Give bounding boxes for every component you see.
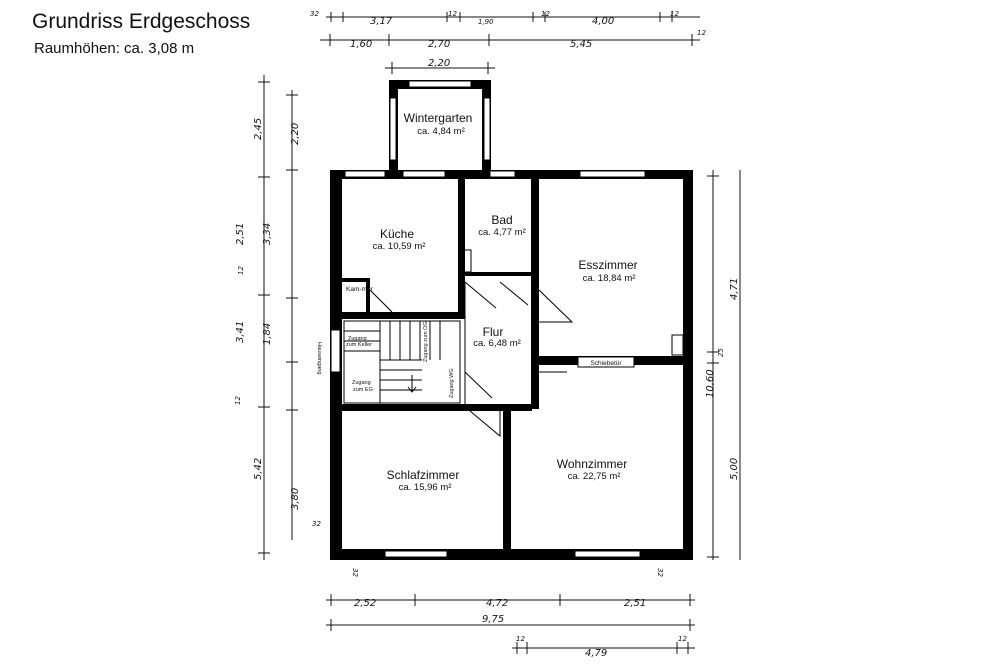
dim-top1-c: 12 xyxy=(448,10,457,18)
room-name-bad: Bad xyxy=(491,213,512,227)
dim-right1-d: 5,00 xyxy=(729,458,740,480)
room-name-wohnzimmer: Wohnzimmer xyxy=(557,457,627,471)
door-swings xyxy=(369,249,684,438)
room-area-wohnzimmer: ca. 22,75 m² xyxy=(568,471,621,482)
staircase xyxy=(343,320,461,404)
dim-top1-b: 3,17 xyxy=(370,16,393,27)
dim-left1-b: 2,51 xyxy=(235,223,246,245)
dim-left1-e: 12 xyxy=(234,396,242,405)
dim-left2-a: 2,20 xyxy=(290,123,301,145)
room-name-kammer: Kam-mer xyxy=(346,286,374,293)
room-wintergarten: Wintergarten ca. 4,84 m² xyxy=(404,111,473,137)
dim-bottom2-b: 4,72 xyxy=(486,598,508,609)
room-schlafzimmer: Schlafzimmer ca. 15,96 m² xyxy=(387,468,460,493)
dim-right1-a: 4,71 xyxy=(729,278,740,300)
zugang-wg-label: Zugang WG xyxy=(449,368,455,398)
room-wohnzimmer: Wohnzimmer ca. 22,75 m² xyxy=(557,457,627,482)
dim-top1-h: 12 xyxy=(697,29,706,37)
zugang-keller-label-2: zum Keller xyxy=(346,342,372,348)
dim-right1-c: 10,60 xyxy=(705,369,716,398)
room-area-flur: ca. 6,48 m² xyxy=(473,338,521,349)
dim-top2-a: 1,60 xyxy=(350,39,372,50)
page-title: Grundriss Erdgeschoss xyxy=(32,10,251,33)
room-name-esszimmer: Esszimmer xyxy=(578,258,637,272)
room-name-kueche: Küche xyxy=(380,227,414,241)
dim-left2-c: 1,84 xyxy=(262,323,273,345)
room-area-schlafzimmer: ca. 15,96 m² xyxy=(399,482,452,493)
room-esszimmer: Esszimmer ca. 18,84 m² xyxy=(578,258,637,284)
dim-bottom4-a: 12 xyxy=(516,635,525,643)
room-area-kueche: ca. 10,59 m² xyxy=(373,241,426,252)
room-name-wintergarten: Wintergarten xyxy=(404,111,473,125)
page-subtitle: Raumhöhen: ca. 3,08 m xyxy=(34,40,195,57)
dim-bottom4-b: 4,79 xyxy=(585,648,607,659)
schiebetuer-label: Schiebetür xyxy=(590,360,622,367)
dim-top1-a: 32 xyxy=(310,10,319,18)
zugang-keller-label-1: Zugang xyxy=(348,336,367,342)
room-bad: Bad ca. 4,77 m² xyxy=(478,213,526,238)
dim-top2-b: 2,70 xyxy=(428,39,450,50)
room-name-schlafzimmer: Schlafzimmer xyxy=(387,468,460,482)
dim-top1-f: 4,00 xyxy=(592,16,614,27)
dim-left1-d: 3,41 xyxy=(235,321,246,343)
dim-top2-c: 5,45 xyxy=(570,39,592,50)
dim-bottom2-a: 2,52 xyxy=(354,598,376,609)
dim-bottom1-a: 32 xyxy=(351,568,359,577)
dim-bottom2-c: 2,51 xyxy=(624,598,646,609)
room-area-wintergarten: ca. 4,84 m² xyxy=(417,126,465,137)
dim-bottom4-c: 12 xyxy=(678,635,687,643)
zugang-eg-label-1: Zugang xyxy=(352,380,371,386)
dim-left1-f: 5,42 xyxy=(253,458,264,480)
dim-top1-d: 1,90 xyxy=(478,18,494,26)
room-area-esszimmer: ca. 18,84 m² xyxy=(583,273,636,284)
dim-right1-b: 25 xyxy=(717,348,725,357)
dim-left2-d: 3,80 xyxy=(290,488,301,510)
walls xyxy=(330,80,693,560)
dim-bottom3-a: 9,75 xyxy=(482,614,504,625)
dim-left1-a: 2,45 xyxy=(253,118,264,140)
dim-left2-e: 32 xyxy=(312,520,321,528)
zugang-og-label: Zugang zum OG xyxy=(423,321,429,362)
dim-bottom1-b: 32 xyxy=(656,568,664,577)
room-area-bad: ca. 4,77 m² xyxy=(478,227,526,238)
dim-top1-g: 12 xyxy=(670,10,679,18)
hauseingang-label: Hauseingang xyxy=(316,342,322,374)
room-name-flur: Flur xyxy=(483,325,504,339)
dim-left1-c: 12 xyxy=(237,266,245,275)
windows xyxy=(330,80,646,558)
room-kueche: Küche ca. 10,59 m² xyxy=(373,227,426,252)
zugang-eg-label-2: zum EG xyxy=(353,387,373,393)
dim-left2-b: 3,34 xyxy=(262,223,273,245)
dim-top3-a: 2,20 xyxy=(428,58,450,69)
dim-top1-e: 12 xyxy=(541,10,550,18)
room-flur: Flur ca. 6,48 m² xyxy=(473,325,521,349)
